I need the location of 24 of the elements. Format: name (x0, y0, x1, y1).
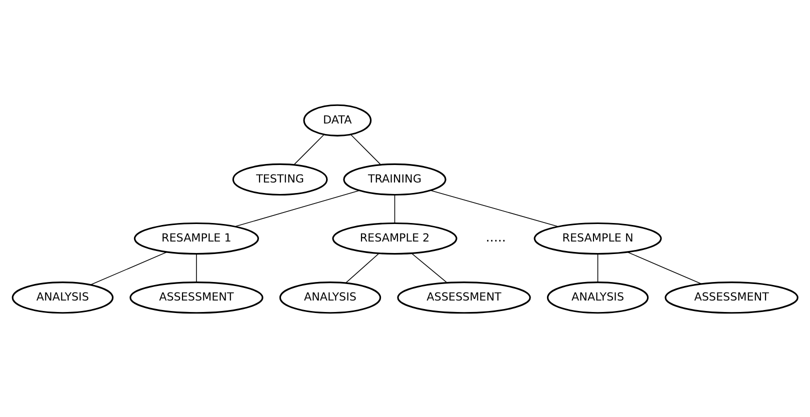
connector (234, 190, 360, 226)
connector (394, 194, 396, 224)
connector (293, 134, 324, 165)
node-ellipse: RESAMPLE N (534, 222, 662, 254)
connector (430, 189, 559, 226)
connector (90, 251, 168, 285)
connector (350, 134, 382, 165)
node-ellipse: RESAMPLE 1 (134, 222, 259, 254)
connector (196, 252, 197, 282)
connector (345, 252, 380, 283)
node-ellipse: ANALYSIS (279, 281, 382, 314)
node-ellipse: RESAMPLE 2 (332, 222, 458, 254)
connector (597, 252, 598, 282)
label: ..... (486, 230, 506, 246)
node-ellipse: TRAINING (343, 162, 446, 196)
connector (627, 251, 702, 284)
node-ellipse: ASSESSMENT (397, 281, 531, 314)
connector (411, 252, 448, 283)
node-ellipse: DATA (303, 104, 372, 136)
node-ellipse: TESTING (232, 162, 328, 196)
node-ellipse: ASSESSMENT (130, 281, 264, 314)
node-ellipse: ASSESSMENT (664, 281, 798, 314)
node-ellipse: ANALYSIS (12, 281, 114, 314)
node-ellipse: ANALYSIS (546, 281, 649, 314)
